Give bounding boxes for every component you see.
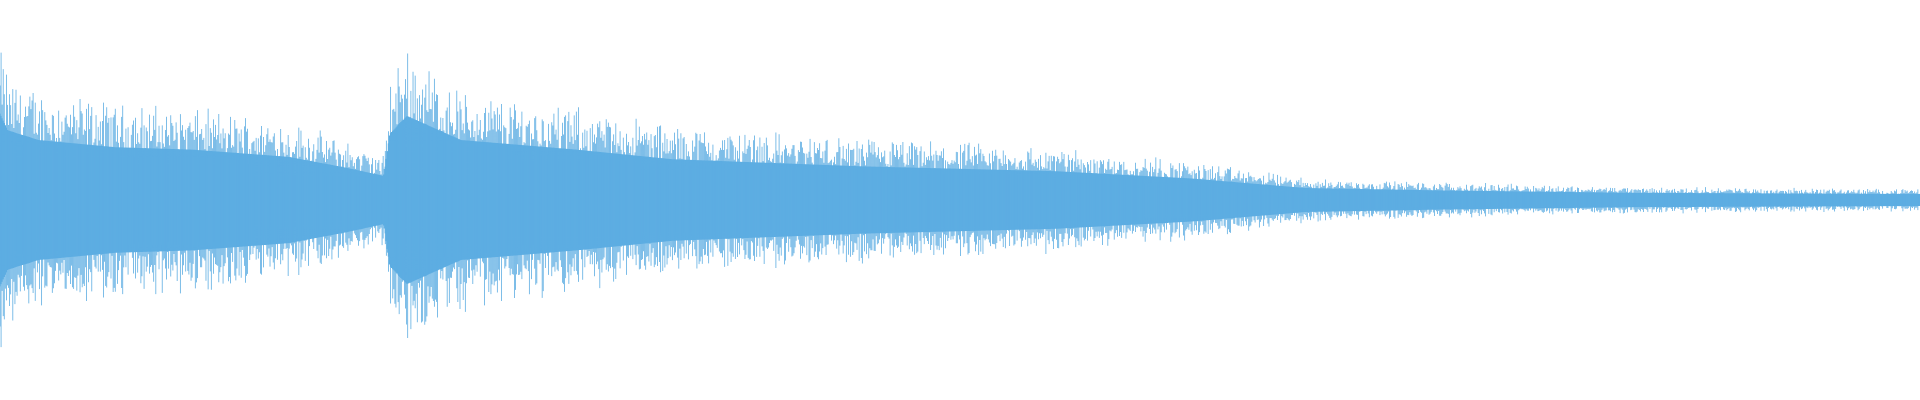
waveform-peaks <box>0 52 1920 348</box>
